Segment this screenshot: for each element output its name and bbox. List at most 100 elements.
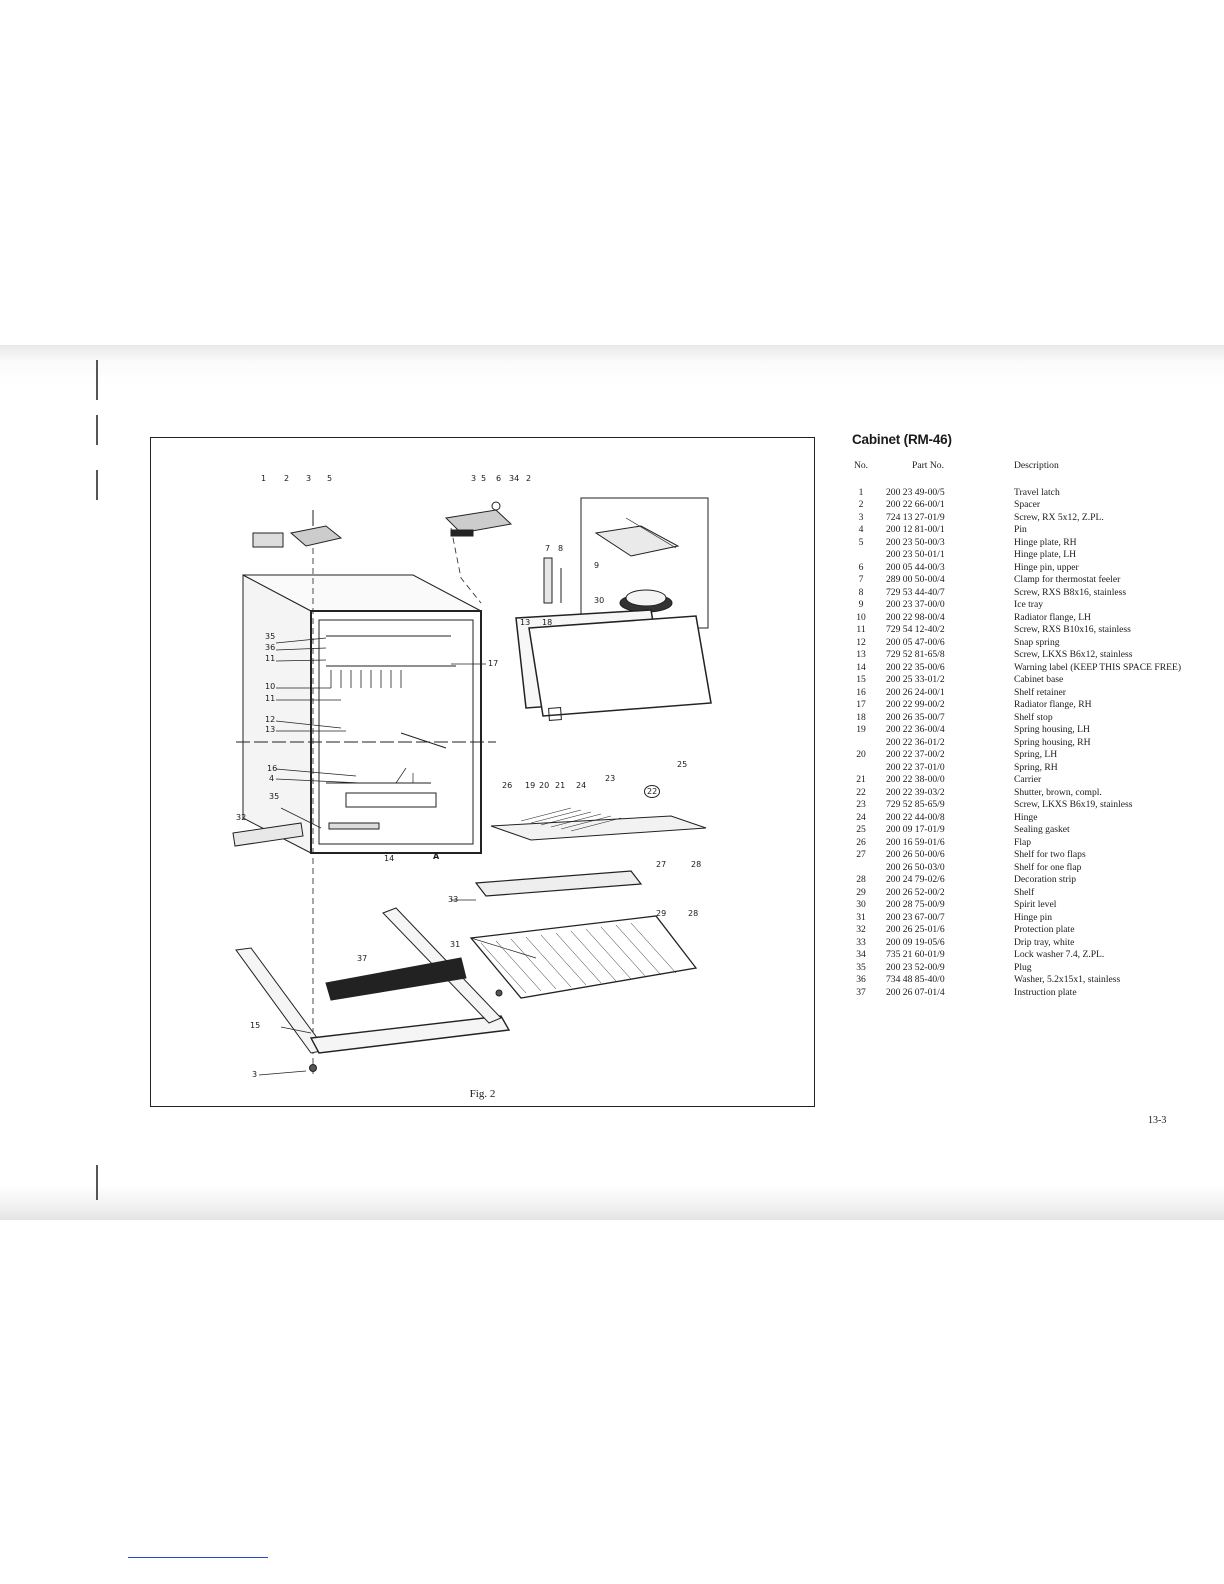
cell-description: Sealing gasket: [1014, 824, 1070, 835]
cell-description: Instruction plate: [1014, 986, 1077, 998]
cell-no: [852, 862, 870, 875]
cell-part-no: 200 22 99-00/2: [886, 699, 945, 710]
cell-no: 24: [856, 811, 866, 823]
cell-no: [852, 549, 870, 562]
callout-label: 33: [448, 895, 459, 904]
cell-part-no: 200 12 81-00/1: [886, 524, 945, 535]
callout-label: 20: [539, 781, 550, 790]
callout-label: 25: [677, 760, 688, 769]
binder-mark: [96, 415, 98, 445]
cell-description: Spring housing, LH: [1014, 724, 1090, 735]
callout-label: 10: [265, 682, 276, 691]
cell-description: Pin: [1014, 524, 1027, 535]
cell-part-no: 200 22 36-00/4: [886, 724, 945, 735]
cell-part-no: 200 26 24-00/1: [886, 686, 945, 698]
callout-label: 4: [269, 774, 275, 783]
callout-label: 17: [488, 659, 499, 668]
cell-description: Screw, RXS B10x16, stainless: [1014, 624, 1131, 635]
cell-no: 18: [856, 711, 866, 723]
callout-label: 5: [327, 474, 333, 483]
cell-description: Plug: [1014, 961, 1032, 973]
callout-label: 3: [252, 1070, 258, 1079]
cell-description: Screw, RXS B8x16, stainless: [1014, 586, 1127, 598]
cell-no: 26: [856, 836, 866, 848]
cell-no: 4: [858, 524, 864, 535]
table-row: 4 200 12 81-00/1 Pin: [852, 524, 1182, 537]
callout-label: 23: [605, 774, 616, 783]
cell-description: Hinge: [1014, 811, 1038, 823]
figure-caption: Fig. 2: [469, 1088, 496, 1100]
cell-part-no: 200 22 66-00/1: [886, 499, 945, 510]
door-assembly: [515, 609, 712, 721]
cell-no: 31: [856, 911, 866, 923]
exploded-view-figure: 1 2 3 5 3 5 6 34 2 35 36 11 10 11 12 13 …: [150, 437, 815, 1107]
cell-part-no: 200 23 67-00/7: [886, 911, 945, 923]
callout-label: 27: [656, 860, 667, 869]
callout-label: 21: [555, 781, 566, 790]
callout-label: 28: [688, 909, 699, 918]
cell-no: 11: [856, 624, 866, 635]
cell-no: 27: [856, 849, 866, 860]
cell-description: Screw, LKXS B6x19, stainless: [1014, 799, 1133, 810]
hinge-plate-group-right: [444, 501, 513, 537]
cell-no: 21: [856, 774, 866, 785]
cell-description: Hinge plate, LH: [1014, 549, 1077, 560]
cell-description: Spirit level: [1014, 899, 1057, 910]
cell-part-no: 200 09 19-05/6: [886, 936, 945, 948]
cell-description: Shelf: [1014, 886, 1035, 898]
callout-label: 1: [261, 474, 267, 483]
callout-label: 15: [250, 1021, 261, 1030]
shelf-for-flaps: [490, 807, 707, 841]
callout-label: 32: [236, 813, 247, 822]
column-header-no: No.: [853, 460, 869, 471]
cell-description: Hinge pin, upper: [1014, 561, 1079, 573]
cell-no: 25: [856, 824, 866, 835]
cell-description: Ice tray: [1014, 599, 1044, 610]
callout-label: 5: [481, 474, 487, 483]
cell-description: Carrier: [1014, 774, 1042, 785]
cell-part-no: 200 23 50-00/3: [886, 536, 945, 548]
cell-part-no: 200 23 52-00/9: [886, 961, 945, 973]
cell-description: Radiator flange, LH: [1014, 611, 1091, 623]
cell-no: 14: [856, 661, 866, 673]
callout-label: 16: [267, 764, 278, 773]
wire-shelf: [469, 915, 698, 999]
cell-no: 2: [858, 499, 864, 510]
cell-part-no: 200 05 47-00/6: [886, 636, 945, 648]
cell-part-no: 200 22 39-03/2: [886, 786, 945, 798]
cabinet-exploded-diagram: [232, 497, 712, 1078]
cell-part-no: 200 09 17-01/9: [886, 824, 945, 835]
callout-label: 13: [265, 725, 276, 734]
cell-description: Warning label (KEEP THIS SPACE FREE): [1014, 661, 1182, 673]
cell-no: 33: [856, 936, 866, 948]
cell-no: 23: [856, 799, 866, 810]
cell-no: 9: [858, 599, 864, 610]
binder-mark: [96, 360, 98, 400]
